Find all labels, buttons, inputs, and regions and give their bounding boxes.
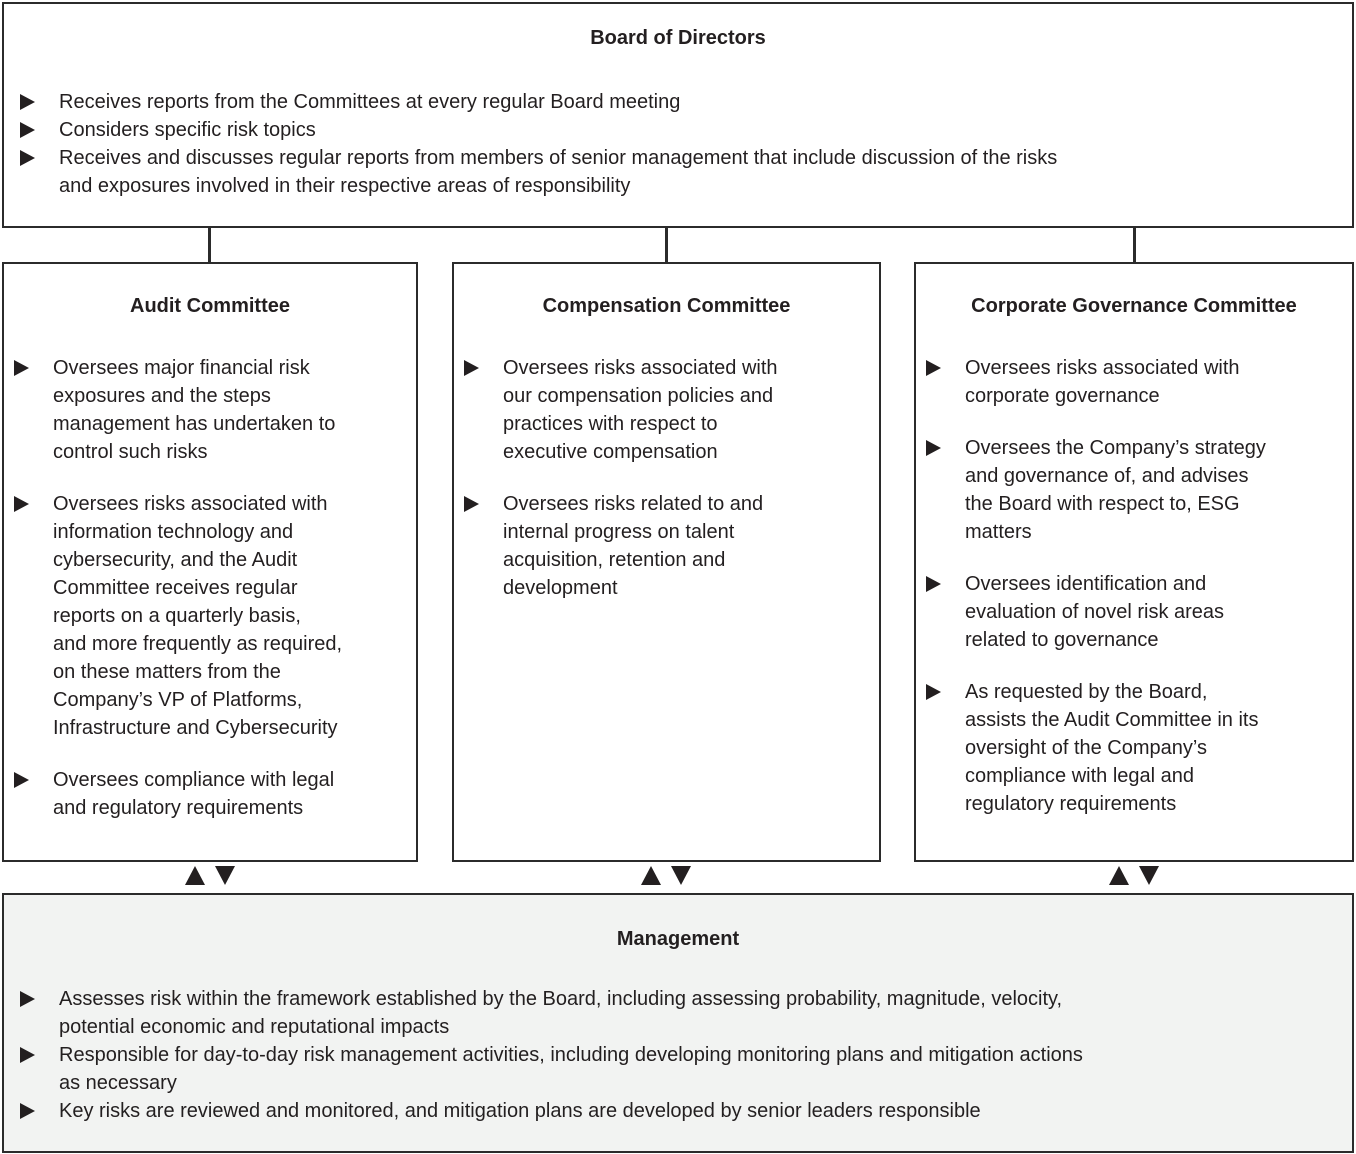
compensation-bullet: Oversees risks related to and internal p… bbox=[464, 490, 875, 602]
board-title: Board of Directors bbox=[590, 27, 766, 49]
up-arrow-icon bbox=[185, 866, 205, 885]
compensation-committee-box: Compensation Committee Oversees risks as… bbox=[452, 262, 881, 862]
down-arrow-icon bbox=[671, 866, 691, 885]
bullet-arrow-icon bbox=[926, 360, 941, 376]
bullet-arrow-icon bbox=[20, 991, 35, 1007]
bullet-text: Oversees the Company’s strategy and gove… bbox=[965, 437, 1266, 543]
bullet-text: Oversees risks associated with our compe… bbox=[503, 357, 778, 463]
audit-committee-title: Audit Committee bbox=[130, 295, 290, 317]
bullet-text: Key risks are reviewed and monitored, an… bbox=[59, 1100, 981, 1122]
audit-bullet: Oversees major financial risk exposures … bbox=[14, 354, 412, 466]
audit-bullet: Oversees compliance with legal and regul… bbox=[14, 766, 412, 822]
bullet-arrow-icon bbox=[14, 496, 29, 512]
bullet-text: Oversees risks associated with corporate… bbox=[965, 357, 1240, 407]
management-bullet: Responsible for day-to-day risk manageme… bbox=[20, 1041, 1344, 1097]
audit-bullet: Oversees risks associated with informati… bbox=[14, 490, 412, 742]
bullet-text: Oversees risks related to and internal p… bbox=[503, 493, 764, 599]
bullet-text: Oversees major financial risk exposures … bbox=[53, 357, 336, 463]
bullet-arrow-icon bbox=[20, 94, 35, 110]
bidirectional-arrows bbox=[1109, 866, 1159, 885]
bullet-arrow-icon bbox=[926, 684, 941, 700]
governance-bullet: Oversees risks associated with corporate… bbox=[926, 354, 1348, 410]
bullet-text: Oversees identification and evaluation o… bbox=[965, 573, 1225, 651]
bidirectional-arrows bbox=[185, 866, 235, 885]
bullet-arrow-icon bbox=[926, 576, 941, 592]
board-of-directors-box: Board of Directors Receives reports from… bbox=[2, 2, 1354, 228]
corporate-governance-committee-box: Corporate Governance Committee Oversees … bbox=[914, 262, 1354, 862]
governance-bullet: As requested by the Board, assists the A… bbox=[926, 678, 1348, 818]
audit-bullet-list: Oversees major financial risk exposures … bbox=[4, 354, 416, 822]
board-bullet: Receives and discusses regular reports f… bbox=[20, 144, 1344, 200]
bullet-arrow-icon bbox=[20, 1103, 35, 1119]
bullet-arrow-icon bbox=[14, 772, 29, 788]
bullet-text: Responsible for day-to-day risk manageme… bbox=[59, 1044, 1083, 1094]
board-bullet: Considers specific risk topics bbox=[20, 116, 1344, 144]
compensation-bullet: Oversees risks associated with our compe… bbox=[464, 354, 875, 466]
board-bullet-list: Receives reports from the Committees at … bbox=[4, 88, 1352, 200]
connector-line bbox=[208, 228, 211, 262]
down-arrow-icon bbox=[215, 866, 235, 885]
connector-line bbox=[1133, 228, 1136, 262]
down-arrow-icon bbox=[1139, 866, 1159, 885]
bullet-arrow-icon bbox=[464, 496, 479, 512]
bullet-text: Oversees compliance with legal and regul… bbox=[53, 769, 335, 819]
management-title: Management bbox=[616, 928, 740, 950]
corporate-governance-committee-title: Corporate Governance Committee bbox=[971, 295, 1297, 317]
management-bullet-list: Assesses risk within the framework estab… bbox=[4, 985, 1352, 1125]
management-bullet: Key risks are reviewed and monitored, an… bbox=[20, 1097, 1344, 1125]
bullet-arrow-icon bbox=[20, 150, 35, 166]
bidirectional-arrows bbox=[641, 866, 691, 885]
bullet-text: Considers specific risk topics bbox=[59, 119, 316, 141]
bullet-text: As requested by the Board, assists the A… bbox=[965, 681, 1259, 815]
bullet-text: Oversees risks associated with informati… bbox=[53, 493, 343, 739]
governance-bullet: Oversees identification and evaluation o… bbox=[926, 570, 1348, 654]
bullet-text: Receives and discusses regular reports f… bbox=[59, 147, 1058, 197]
compensation-committee-title: Compensation Committee bbox=[542, 295, 791, 317]
bullet-arrow-icon bbox=[14, 360, 29, 376]
bullet-arrow-icon bbox=[464, 360, 479, 376]
management-box: Management Assesses risk within the fram… bbox=[2, 893, 1354, 1153]
audit-committee-box: Audit Committee Oversees major financial… bbox=[2, 262, 418, 862]
bullet-text: Receives reports from the Committees at … bbox=[59, 91, 681, 113]
bullet-arrow-icon bbox=[926, 440, 941, 456]
governance-bullet: Oversees the Company’s strategy and gove… bbox=[926, 434, 1348, 546]
bullet-arrow-icon bbox=[20, 122, 35, 138]
compensation-bullet-list: Oversees risks associated with our compe… bbox=[454, 354, 879, 602]
bullet-text: Assesses risk within the framework estab… bbox=[59, 988, 1063, 1038]
board-bullet: Receives reports from the Committees at … bbox=[20, 88, 1344, 116]
up-arrow-icon bbox=[1109, 866, 1129, 885]
management-bullet: Assesses risk within the framework estab… bbox=[20, 985, 1344, 1041]
connector-line bbox=[665, 228, 668, 262]
governance-bullet-list: Oversees risks associated with corporate… bbox=[916, 354, 1352, 818]
bullet-arrow-icon bbox=[20, 1047, 35, 1063]
up-arrow-icon bbox=[641, 866, 661, 885]
